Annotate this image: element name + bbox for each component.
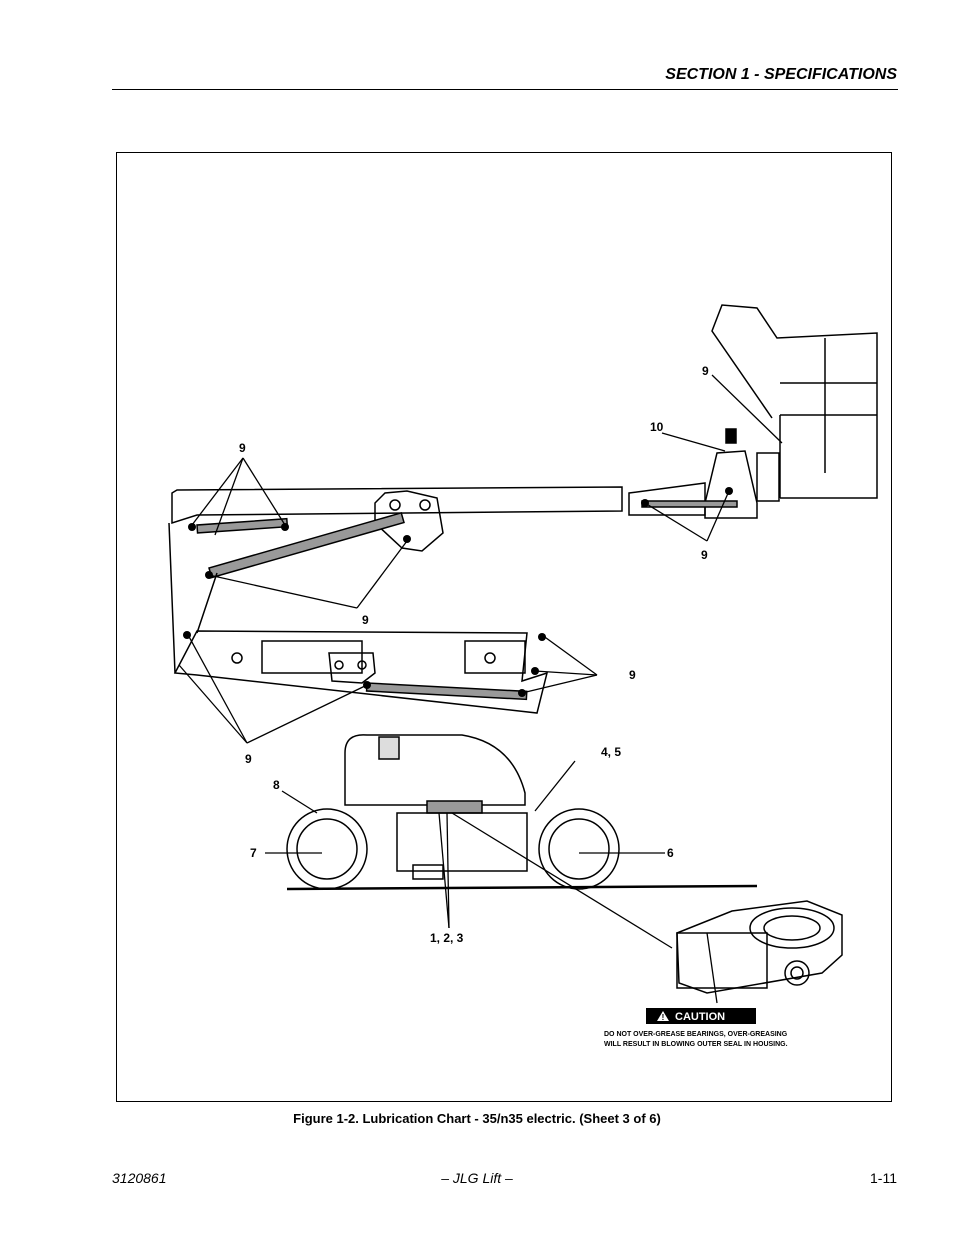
callout-wheel-8: 8 [273, 778, 280, 792]
upper-boom [171, 486, 623, 525]
wheel-rear [286, 808, 368, 890]
figure-caption: Figure 1-2. Lubrication Chart - 35/n35 e… [293, 1111, 661, 1126]
swing-bearing-detail [676, 900, 843, 994]
lift-illustration: 9 10 9 9 9 9 9 8 7 6 4, 5 1, 2, 3 ! CAUT… [168, 304, 878, 1048]
svg-text:!: ! [662, 1013, 665, 1022]
lubrication-figure: 9 10 9 9 9 9 9 8 7 6 4, 5 1, 2, 3 ! CAUT… [116, 152, 892, 1102]
ground-line [286, 884, 758, 891]
footer-doc-number: 3120861 [112, 1170, 167, 1186]
warning-triangle-icon [657, 1011, 669, 1021]
callout-turntable-1-2-3: 1, 2, 3 [430, 931, 464, 945]
chassis [396, 812, 528, 872]
callout-platform-9: 9 [702, 364, 709, 378]
callout-right-pivots-9: 9 [629, 668, 636, 682]
footer-brand: – JLG Lift – [441, 1170, 513, 1186]
callout-swing-4-5: 4, 5 [601, 745, 621, 759]
jib-arm [628, 482, 706, 516]
platform-basket [711, 304, 878, 499]
platform-rotator [704, 450, 758, 519]
callout-boom-cylinder-9: 9 [362, 613, 369, 627]
footer-page-number: 1-11 [870, 1170, 897, 1186]
callout-wheel-6: 6 [667, 846, 674, 860]
caution-title: CAUTION [675, 1011, 725, 1023]
callout-lower-left-9: 9 [245, 752, 252, 766]
callout-jib-9: 9 [701, 548, 708, 562]
turntable-body [344, 734, 526, 806]
callout-wheel-7: 7 [250, 846, 257, 860]
header-rule [112, 89, 898, 90]
section-title: SECTION 1 - SPECIFICATIONS [665, 66, 897, 83]
callout-upper-boom-9: 9 [239, 441, 246, 455]
wheel-front [538, 808, 620, 890]
caution-line-1: DO NOT OVER-GREASE BEARINGS, OVER-GREASI… [604, 1031, 788, 1038]
lower-boom [173, 630, 549, 714]
callout-rotator-10: 10 [650, 420, 664, 434]
caution-banner [646, 1008, 756, 1024]
caution-line-2: WILL RESULT IN BLOWING OUTER SEAL IN HOU… [604, 1041, 788, 1048]
